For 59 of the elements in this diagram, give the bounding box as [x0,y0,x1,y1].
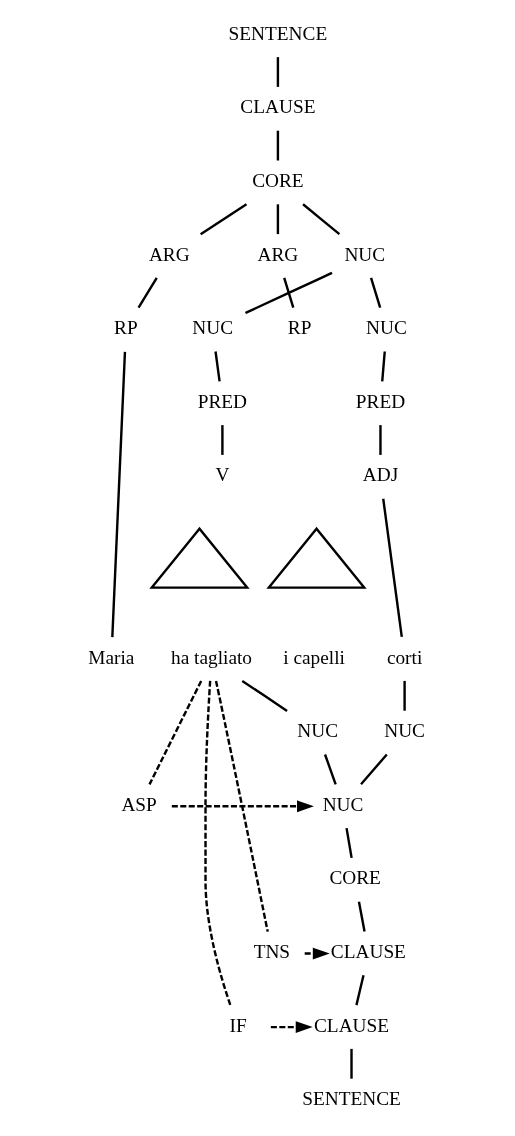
node-triangle [265,526,367,589]
connector [147,680,202,785]
node-text: ARG [148,243,190,265]
node-text: SENTENCE [301,1088,401,1110]
connector [369,277,381,309]
node-text: SENTENCE [228,22,327,44]
node-text: NUC [343,243,385,265]
connector [276,130,279,161]
node-text: i capelli [282,646,345,668]
connector [214,680,269,932]
node-text: NUC [365,317,407,339]
connector [381,498,403,638]
node-text: ha tagliato [170,646,252,668]
connector [220,425,224,455]
node-text: CORE [328,867,381,889]
node-text: corti [386,646,422,668]
node-text: RP [287,317,311,339]
connector [276,57,279,87]
node-text: ARG [257,243,298,265]
arrow [171,800,314,813]
node-text: CLAUSE [330,941,406,963]
node-text: ADJ [362,464,398,486]
connector [344,827,353,859]
node-text: PRED [355,390,405,412]
node-text: NUC [322,793,363,815]
connector [402,680,406,711]
node-text: NUC [383,720,425,742]
connector [137,277,158,309]
connector [301,203,340,236]
connector [203,680,231,1006]
connector [380,351,386,382]
connector [241,679,288,712]
connector [359,753,388,786]
node-text: CLAUSE [313,1014,389,1036]
node-text: CORE [251,170,304,192]
node-text: PRED [197,390,247,412]
node-triangle [148,526,250,589]
node-text: NUC [191,317,233,339]
node-text: V [214,464,229,486]
connector [276,204,279,235]
node-text: RP [113,317,138,339]
connector [378,425,382,455]
connector [323,754,337,785]
arrow [304,947,330,960]
node-text: NUC [296,720,338,742]
node-text: CLAUSE [239,96,315,118]
node-text: IF [229,1014,247,1036]
connector [110,351,126,638]
connector [244,271,333,315]
arrow [270,1021,313,1033]
connector [357,901,366,932]
connector [354,975,365,1006]
connector [213,351,221,382]
connector [199,203,247,236]
node-text: TNS [253,941,290,963]
connector [349,1048,353,1079]
connector [282,277,294,309]
node-text: Maria [87,646,134,668]
node-text: ASP [120,793,157,815]
